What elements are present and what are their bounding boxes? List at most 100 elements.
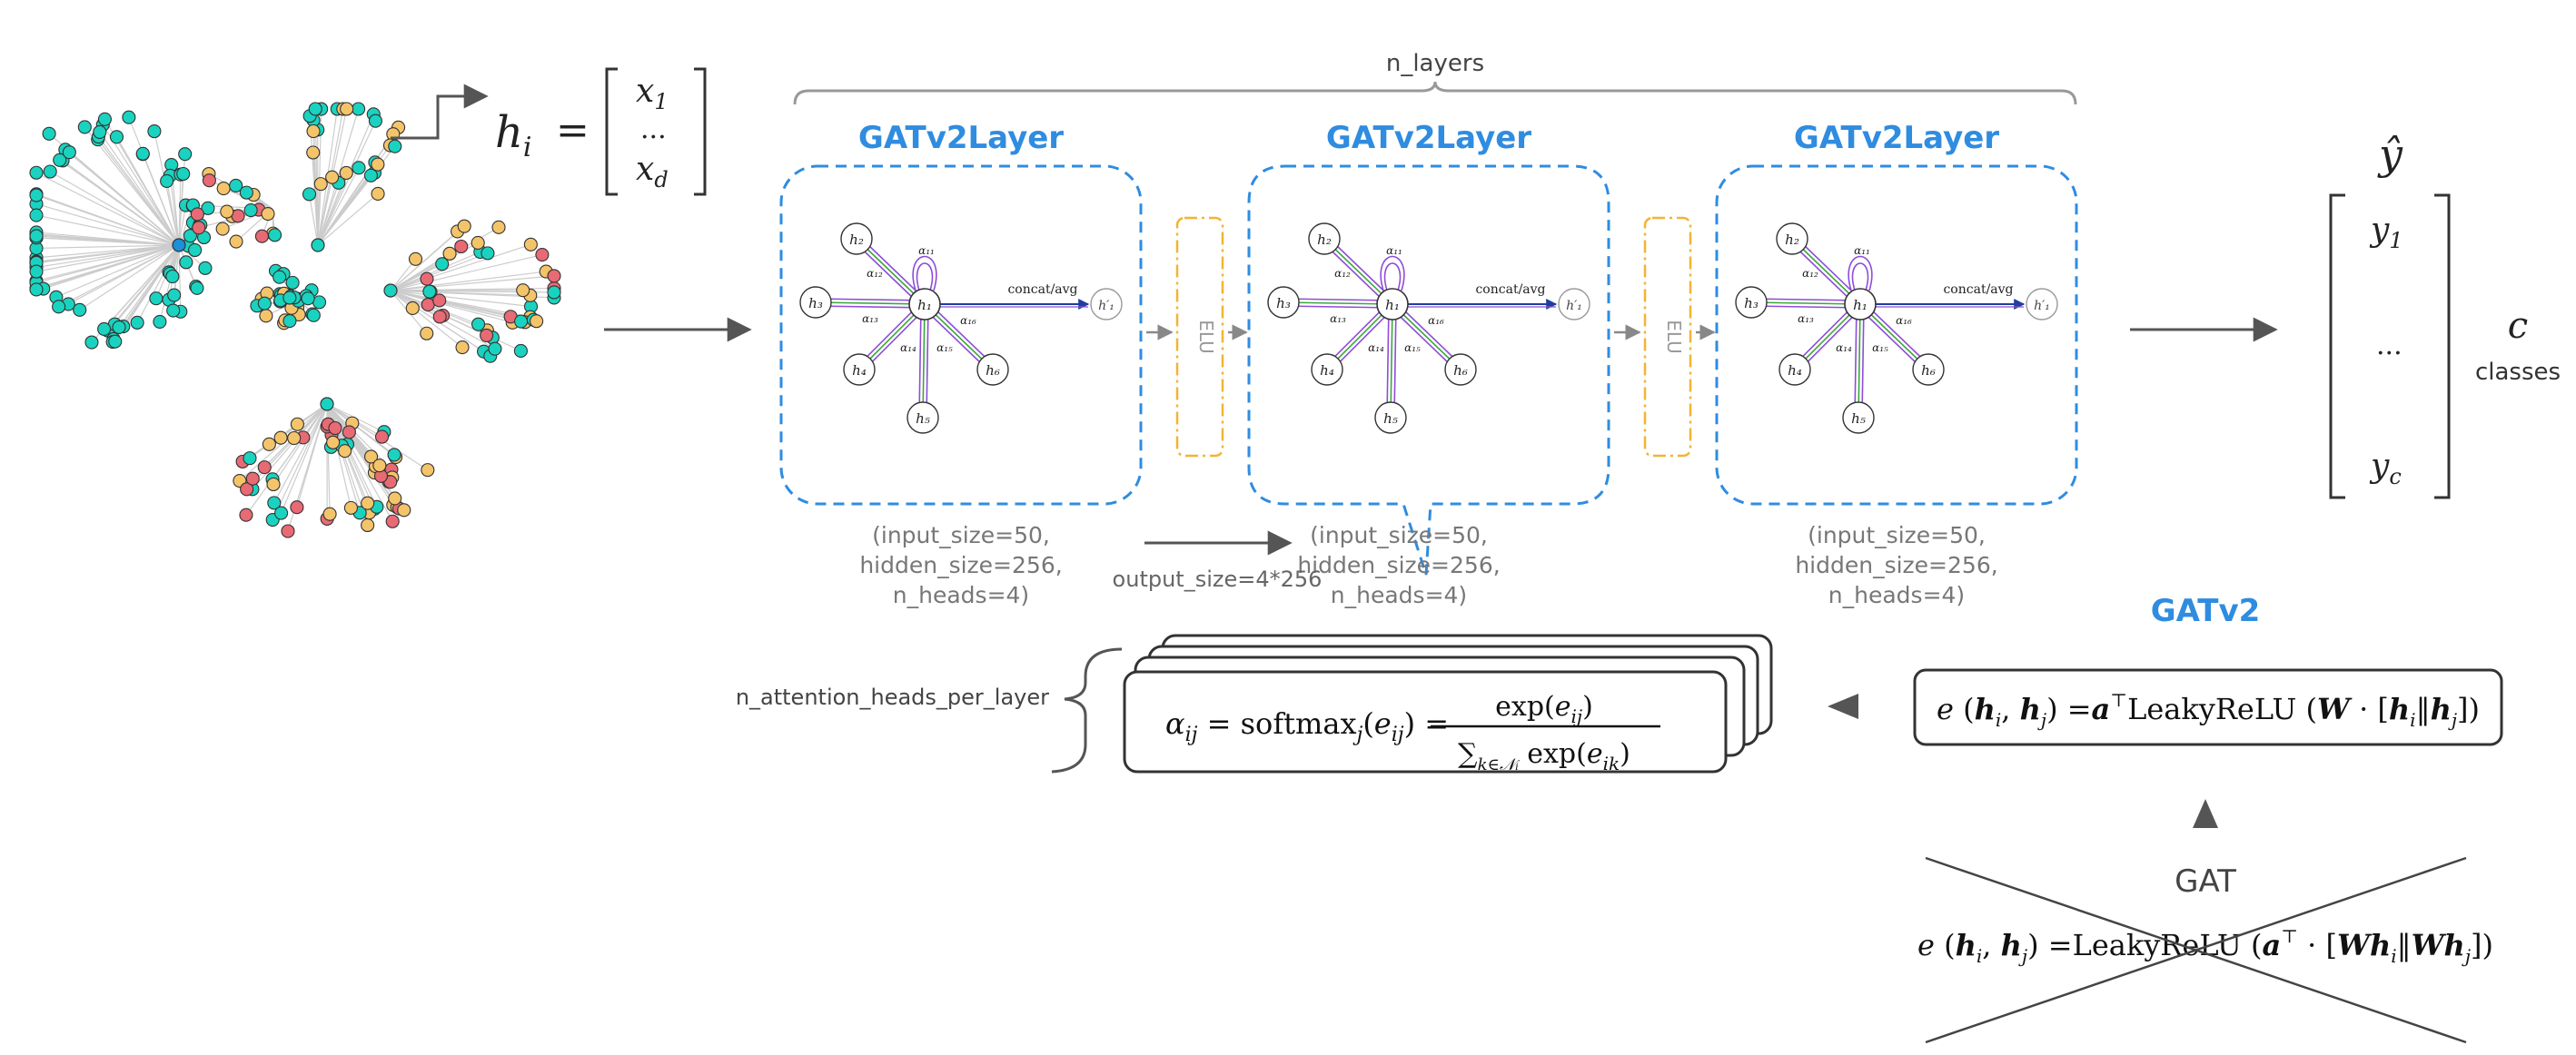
neighbor-node xyxy=(1267,286,1300,319)
graph-node xyxy=(455,340,470,355)
gat-block: GAT e (hi, hj) =LeakyReLU (a⊤ · [Whi‖Whj… xyxy=(1917,856,2493,1044)
attention-edge xyxy=(926,304,929,419)
graph-node xyxy=(153,314,167,329)
attention-edge xyxy=(815,305,925,309)
neighbor-label: h₆ xyxy=(1921,362,1936,379)
gat-to-gatv2-arrow xyxy=(2193,799,2218,828)
output-node-label: h′₁ xyxy=(1098,299,1115,313)
attention-edge xyxy=(922,303,926,419)
output-entry-dots: ... xyxy=(2376,330,2403,361)
graph-node xyxy=(471,235,485,251)
graph-node xyxy=(135,146,150,161)
output-node-label: h′₁ xyxy=(2034,299,2050,313)
graph-edge xyxy=(317,133,394,246)
svg-text:∑k∈𝒩ᵢ exp(eik): ∑k∈𝒩ᵢ exp(eik) xyxy=(1458,738,1630,774)
attention-edge xyxy=(1750,301,1861,305)
graph-node xyxy=(281,524,295,538)
attention-coefficient: α₁₃ xyxy=(862,312,878,325)
graph-node xyxy=(342,425,356,439)
gatv2-formula: e (hi, hj) =a⊤LeakyReLU (W · [hi‖hj]) xyxy=(1937,689,2480,731)
output-node xyxy=(1558,288,1590,320)
neighbor-node xyxy=(1374,401,1407,434)
gatv2-formula-box xyxy=(1913,668,2503,746)
graph-edge xyxy=(249,403,328,459)
graph-node xyxy=(282,313,297,329)
center-node xyxy=(1844,288,1877,320)
graph-node xyxy=(29,165,44,180)
elu-label: ELU xyxy=(1663,320,1685,353)
self-loop xyxy=(1380,255,1405,291)
graph-edge xyxy=(326,403,395,456)
graph-node xyxy=(488,341,502,356)
graph-node xyxy=(343,500,358,515)
graph-edge xyxy=(102,124,180,246)
graph-edge xyxy=(326,403,378,508)
graph-node xyxy=(481,246,495,261)
graph-edge xyxy=(35,244,180,291)
attention-coefficient: α₁₆ xyxy=(960,314,976,327)
neighbor-node xyxy=(907,401,939,434)
graph-edge xyxy=(390,290,479,325)
graph-node xyxy=(42,126,56,141)
softmax-formula: αij = softmaxj(eij) = exp(eij) ∑k∈𝒩ᵢ exp… xyxy=(1165,691,1660,774)
neighbor-label: h₄ xyxy=(1788,362,1802,379)
graph-edge xyxy=(58,244,180,308)
graph-node xyxy=(262,437,276,451)
elu-box xyxy=(1643,216,1692,458)
attention-edge xyxy=(1751,298,1861,301)
graph-node xyxy=(147,124,162,139)
layer-param: hidden_size=256, xyxy=(859,552,1062,578)
neighbor-label: h₄ xyxy=(1320,362,1334,379)
graph-node xyxy=(257,460,272,475)
center-node-label: h₁ xyxy=(1853,297,1868,313)
concat-label: concat/avg xyxy=(1475,282,1545,297)
graph-node xyxy=(165,269,180,284)
graph-node xyxy=(53,153,67,167)
concat-label: concat/avg xyxy=(1943,282,2013,297)
graph-edge xyxy=(272,403,328,520)
graph-edge xyxy=(142,153,180,246)
neighbor-label: h₅ xyxy=(1851,410,1866,427)
gatv2-title: GATv2 xyxy=(2151,593,2261,629)
graph-node xyxy=(176,166,191,182)
graph-node xyxy=(442,246,457,261)
graph-node xyxy=(229,234,243,249)
graph-node xyxy=(273,430,288,445)
graph-nodes xyxy=(29,102,561,538)
graph-edge xyxy=(390,251,481,291)
graph-node xyxy=(368,113,382,128)
graph-node xyxy=(167,288,182,302)
output-right-bracket xyxy=(2434,193,2451,499)
attention-coefficient: α₁₃ xyxy=(1798,312,1814,325)
graph-edge xyxy=(84,126,180,246)
graph-node xyxy=(239,508,253,522)
graph-node xyxy=(328,420,342,436)
graph-node xyxy=(130,315,144,330)
graph-node xyxy=(77,120,92,134)
graph-node xyxy=(29,282,44,297)
output-left-bracket xyxy=(2329,193,2345,499)
graph-node xyxy=(43,164,57,179)
graph-node xyxy=(361,496,375,510)
graph-node xyxy=(274,506,289,520)
graph-node xyxy=(322,507,337,521)
graph-edge xyxy=(390,275,555,291)
vector-entry-dots: ... xyxy=(640,113,667,145)
graph-edge xyxy=(79,244,180,311)
graph-node xyxy=(361,518,375,533)
attention-edge xyxy=(1390,303,1393,419)
neighbor-label: h₆ xyxy=(1453,362,1468,379)
attention-edge xyxy=(1854,303,1858,418)
graph-edge xyxy=(281,403,328,514)
graph-node xyxy=(29,188,44,202)
attention-coefficient: α₁₅ xyxy=(1872,341,1888,354)
self-loop xyxy=(1851,262,1869,291)
graph-node xyxy=(385,514,400,528)
graph-edge xyxy=(317,192,379,246)
attention-edge xyxy=(1283,301,1393,305)
attention-coefficient: α₁₅ xyxy=(936,341,953,354)
layer-param: n_heads=4) xyxy=(893,582,1029,608)
output-node xyxy=(2026,288,2058,320)
